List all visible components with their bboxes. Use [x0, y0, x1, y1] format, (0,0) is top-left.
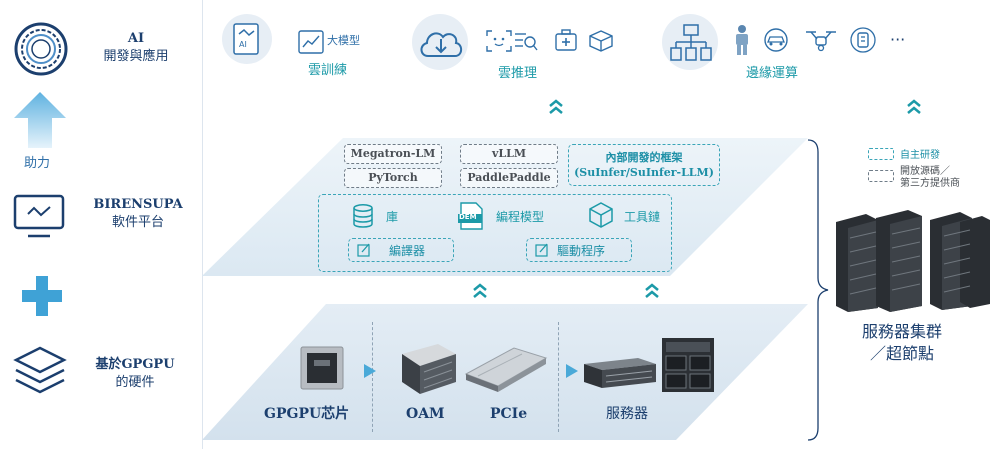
cloud-training-label: 雲訓練 — [308, 63, 348, 78]
large-model-label: 大模型 — [327, 34, 360, 47]
hardware-subtitle: 的硬件 — [115, 375, 155, 390]
arrow-right-icon — [364, 364, 376, 378]
edit-icon — [535, 243, 548, 257]
compiler-label: 編譯器 — [389, 244, 426, 258]
dem-document-icon — [458, 202, 483, 230]
driver-label: 驅動程序 — [557, 244, 606, 258]
edit-icon — [357, 243, 370, 257]
robot-icon — [736, 25, 748, 55]
network-hierarchy-icon — [670, 24, 712, 61]
database-icon — [353, 204, 373, 228]
framework-paddlepaddle: PaddlePaddle — [460, 168, 558, 188]
more-apps-ellipsis: ··· — [890, 30, 906, 49]
cluster-label-line1: 服務器集群 — [862, 322, 943, 341]
edge-computing-label: 邊緣運算 — [746, 66, 799, 81]
software-subtitle: 軟件平台 — [111, 215, 164, 230]
gpgpu-chip-image — [300, 346, 344, 390]
legend-open-source-line1: 開放源碼／ — [900, 166, 950, 177]
inhouse-framework-box: 內部開發的框架 (SuInfer/SuInfer-LLM) — [568, 144, 720, 186]
framework-pytorch: PyTorch — [344, 168, 442, 188]
drone-icon — [806, 31, 836, 52]
cloud-inference-label: 雲推理 — [498, 66, 538, 81]
legend-self-developed-swatch — [868, 148, 894, 160]
cube-box-icon — [589, 30, 613, 52]
ai-ring-icon — [14, 22, 68, 76]
hardware-divider — [372, 322, 373, 432]
chevron-up-icon — [549, 99, 563, 114]
face-scan-icon — [486, 30, 512, 52]
plus-icon — [22, 276, 62, 316]
library-label: 庫 — [386, 210, 399, 224]
inhouse-framework-names: (SuInfer/SuInfer-LLM) — [574, 166, 714, 179]
signal-device-icon — [850, 27, 876, 53]
cluster-label-line2: ／超節點 — [870, 344, 935, 363]
monitor-icon — [13, 194, 65, 238]
car-icon — [764, 28, 788, 52]
large-model-chart-icon — [298, 30, 324, 54]
oam-label: OAM — [406, 406, 445, 422]
framework-megatron: Megatron-LM — [344, 144, 442, 164]
legend-open-source-label: 開放源碼／ 第三方提供商 — [900, 166, 960, 190]
server-label: 服務器 — [606, 406, 648, 422]
up-arrow-icon — [14, 92, 66, 148]
programming-model-label: 編程模型 — [496, 210, 545, 224]
birensupa-core-box — [318, 194, 672, 272]
text-search-icon — [515, 33, 538, 51]
legend-open-source-line2: 第三方提供商 — [900, 178, 960, 189]
server-cluster-image — [836, 210, 990, 312]
inhouse-framework-title: 內部開發的框架 — [605, 151, 683, 164]
legend-open-source-swatch — [868, 170, 894, 182]
toolchain-cube-icon — [589, 202, 613, 228]
ai-document-text: AI — [239, 40, 247, 49]
driver-box: 驅動程序 — [526, 238, 632, 262]
grouping-brace — [807, 139, 829, 441]
boost-label: 助力 — [24, 156, 51, 171]
arrow-right-icon — [566, 364, 578, 378]
layers-icon — [13, 346, 67, 394]
oam-module-image — [402, 344, 456, 394]
dem-icon-text: DEM — [459, 213, 477, 221]
pcie-card-image — [464, 347, 548, 392]
chevron-up-icon — [645, 283, 659, 298]
gpgpu-chip-label: GPGPU芯片 — [264, 406, 350, 422]
chevron-up-icon — [907, 99, 921, 114]
ai-title: AI — [127, 31, 145, 46]
toolchain-label: 工具鏈 — [624, 210, 661, 224]
legend-self-developed-label: 自主研發 — [900, 150, 940, 161]
left-divider — [202, 0, 203, 449]
cloud-download-icon — [420, 32, 463, 57]
ai-document-icon — [233, 23, 259, 55]
hardware-title: 基於GPGPU — [95, 357, 175, 372]
gpu-server-image — [662, 338, 714, 392]
hardware-divider — [558, 322, 559, 432]
compiler-box: 編譯器 — [348, 238, 454, 262]
medical-kit-icon — [555, 29, 577, 51]
framework-vllm: vLLM — [460, 144, 558, 164]
software-title: BIRENSUPA — [93, 197, 183, 212]
ai-subtitle: 開發與應用 — [103, 49, 169, 64]
pcie-label: PCIe — [490, 406, 528, 422]
chevron-up-icon — [473, 283, 487, 298]
rack-server-image — [584, 358, 656, 388]
